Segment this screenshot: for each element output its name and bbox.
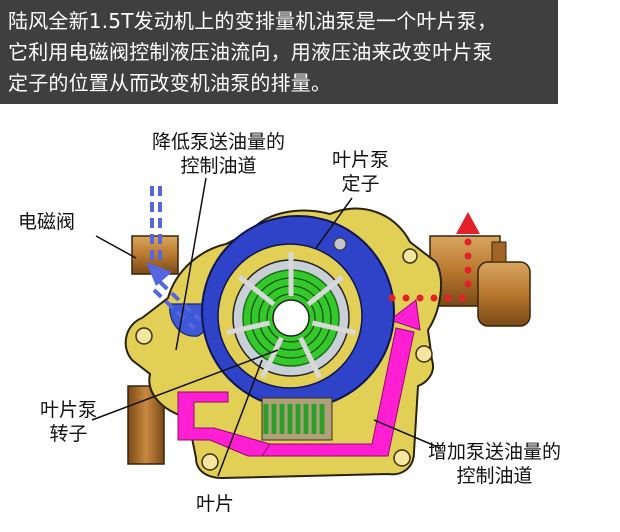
- reduce-flow-arrow: [146, 186, 202, 330]
- label-vane: 叶片: [196, 492, 234, 516]
- increase-channel-lower: [177, 391, 271, 457]
- label-increase-channel-line-2: 控制油道: [456, 465, 533, 487]
- label-solenoid-valve-text: 电磁阀: [18, 211, 76, 233]
- caption-line-3: 定子的位置从而改变机油泵的排量。: [8, 71, 332, 95]
- increase-arrow-head: [388, 299, 421, 331]
- housing-bolts: [135, 232, 433, 471]
- label-increase-channel: 增加泵送油量的 控制油道: [428, 440, 561, 488]
- label-reduce-channel: 降低泵送油量的 控制油道: [152, 130, 285, 178]
- caption-box: 陆风全新1.5T发动机上的变排量机油泵是一个叶片泵， 它利用电磁阀控制液压油流向…: [0, 0, 558, 104]
- rotor-vane: [226, 320, 271, 336]
- leader-lines: [91, 177, 441, 477]
- label-reduce-channel-line-2: 控制油道: [180, 155, 257, 177]
- outlet-pipe: [429, 235, 531, 327]
- rotor-vane: [306, 274, 345, 307]
- rotor-vanes: [226, 252, 356, 379]
- caption-line-2: 它利用电磁阀控制液压油流向，用液压油来改变叶片泵: [8, 40, 493, 64]
- label-solenoid-valve: 电磁阀: [18, 210, 75, 234]
- caption-line-1: 陆风全新1.5T发动机上的变排量机油泵是一个叶片泵，: [8, 9, 498, 33]
- label-rotor-line-1: 叶片泵: [40, 399, 98, 421]
- rotor-vane: [311, 320, 356, 336]
- label-vane-text: 叶片: [196, 493, 235, 515]
- rotor-vane: [298, 336, 322, 379]
- label-stator-line-1: 叶片泵: [332, 149, 390, 171]
- label-rotor: 叶片泵 转子: [40, 398, 97, 446]
- label-reduce-channel-line-1: 降低泵送油量的: [152, 131, 286, 153]
- label-increase-channel-line-1: 增加泵送油量的: [428, 441, 562, 463]
- rotor: [232, 259, 350, 377]
- control-spring: [261, 397, 333, 441]
- outlet-flow-arrow: [388, 212, 480, 302]
- rotor-vane: [237, 274, 276, 307]
- label-stator-line-2: 定子: [341, 173, 380, 195]
- label-stator: 叶片泵 定子: [332, 148, 389, 196]
- rotor-vane: [260, 336, 284, 379]
- label-rotor-line-2: 转子: [49, 423, 88, 445]
